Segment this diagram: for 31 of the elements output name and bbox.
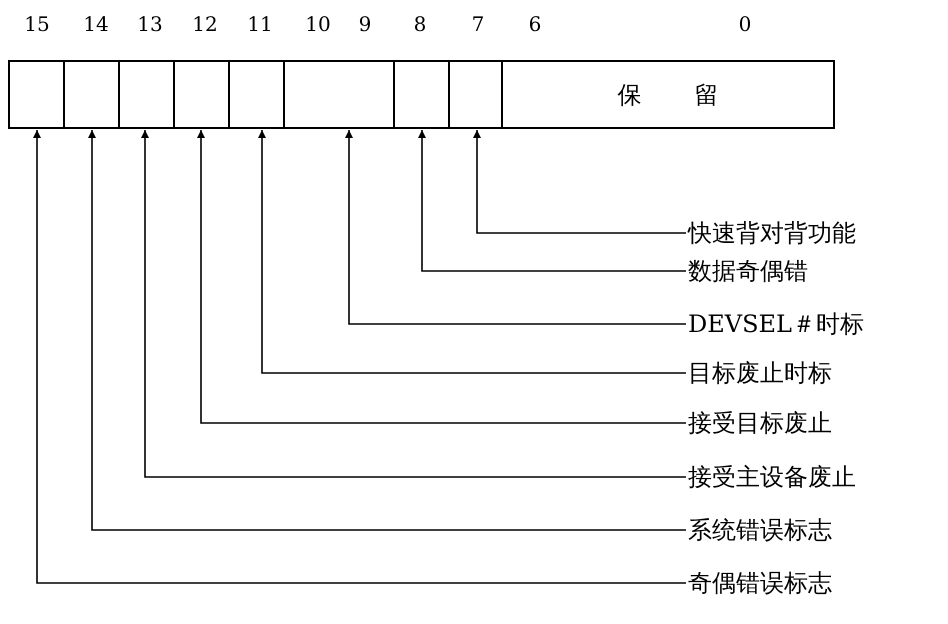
field-description: 奇偶错误标志 — [688, 568, 832, 598]
bit-cell — [393, 60, 450, 129]
arrow — [418, 130, 686, 272]
arrow — [345, 130, 686, 325]
bit-number: 12 — [192, 12, 218, 36]
bit-number: 13 — [137, 12, 163, 36]
bit-cell — [63, 60, 120, 129]
bit-cell — [228, 60, 285, 129]
bit-number: 0 — [738, 12, 752, 36]
bit-cell — [448, 60, 503, 129]
arrow — [141, 130, 686, 478]
bit-number: 9 — [358, 12, 372, 36]
field-description: 系统错误标志 — [688, 515, 832, 545]
bit-number: 7 — [472, 12, 484, 36]
bit-cell — [118, 60, 175, 129]
bit-number: 8 — [414, 12, 426, 36]
bit-cell — [8, 60, 65, 129]
bit-number: 15 — [24, 12, 50, 36]
arrow — [258, 130, 686, 374]
reserved-field — [501, 60, 835, 129]
bit-cell — [173, 60, 230, 129]
arrow — [33, 130, 686, 584]
bit-number: 10 — [305, 12, 331, 36]
field-label: 保留 — [618, 80, 772, 110]
bit-number: 11 — [247, 12, 273, 36]
bit-number: 6 — [528, 12, 542, 36]
bit-number: 14 — [83, 12, 109, 36]
arrow — [88, 130, 686, 531]
bit-cell — [283, 60, 395, 129]
arrow — [197, 130, 686, 424]
arrow — [473, 130, 686, 234]
